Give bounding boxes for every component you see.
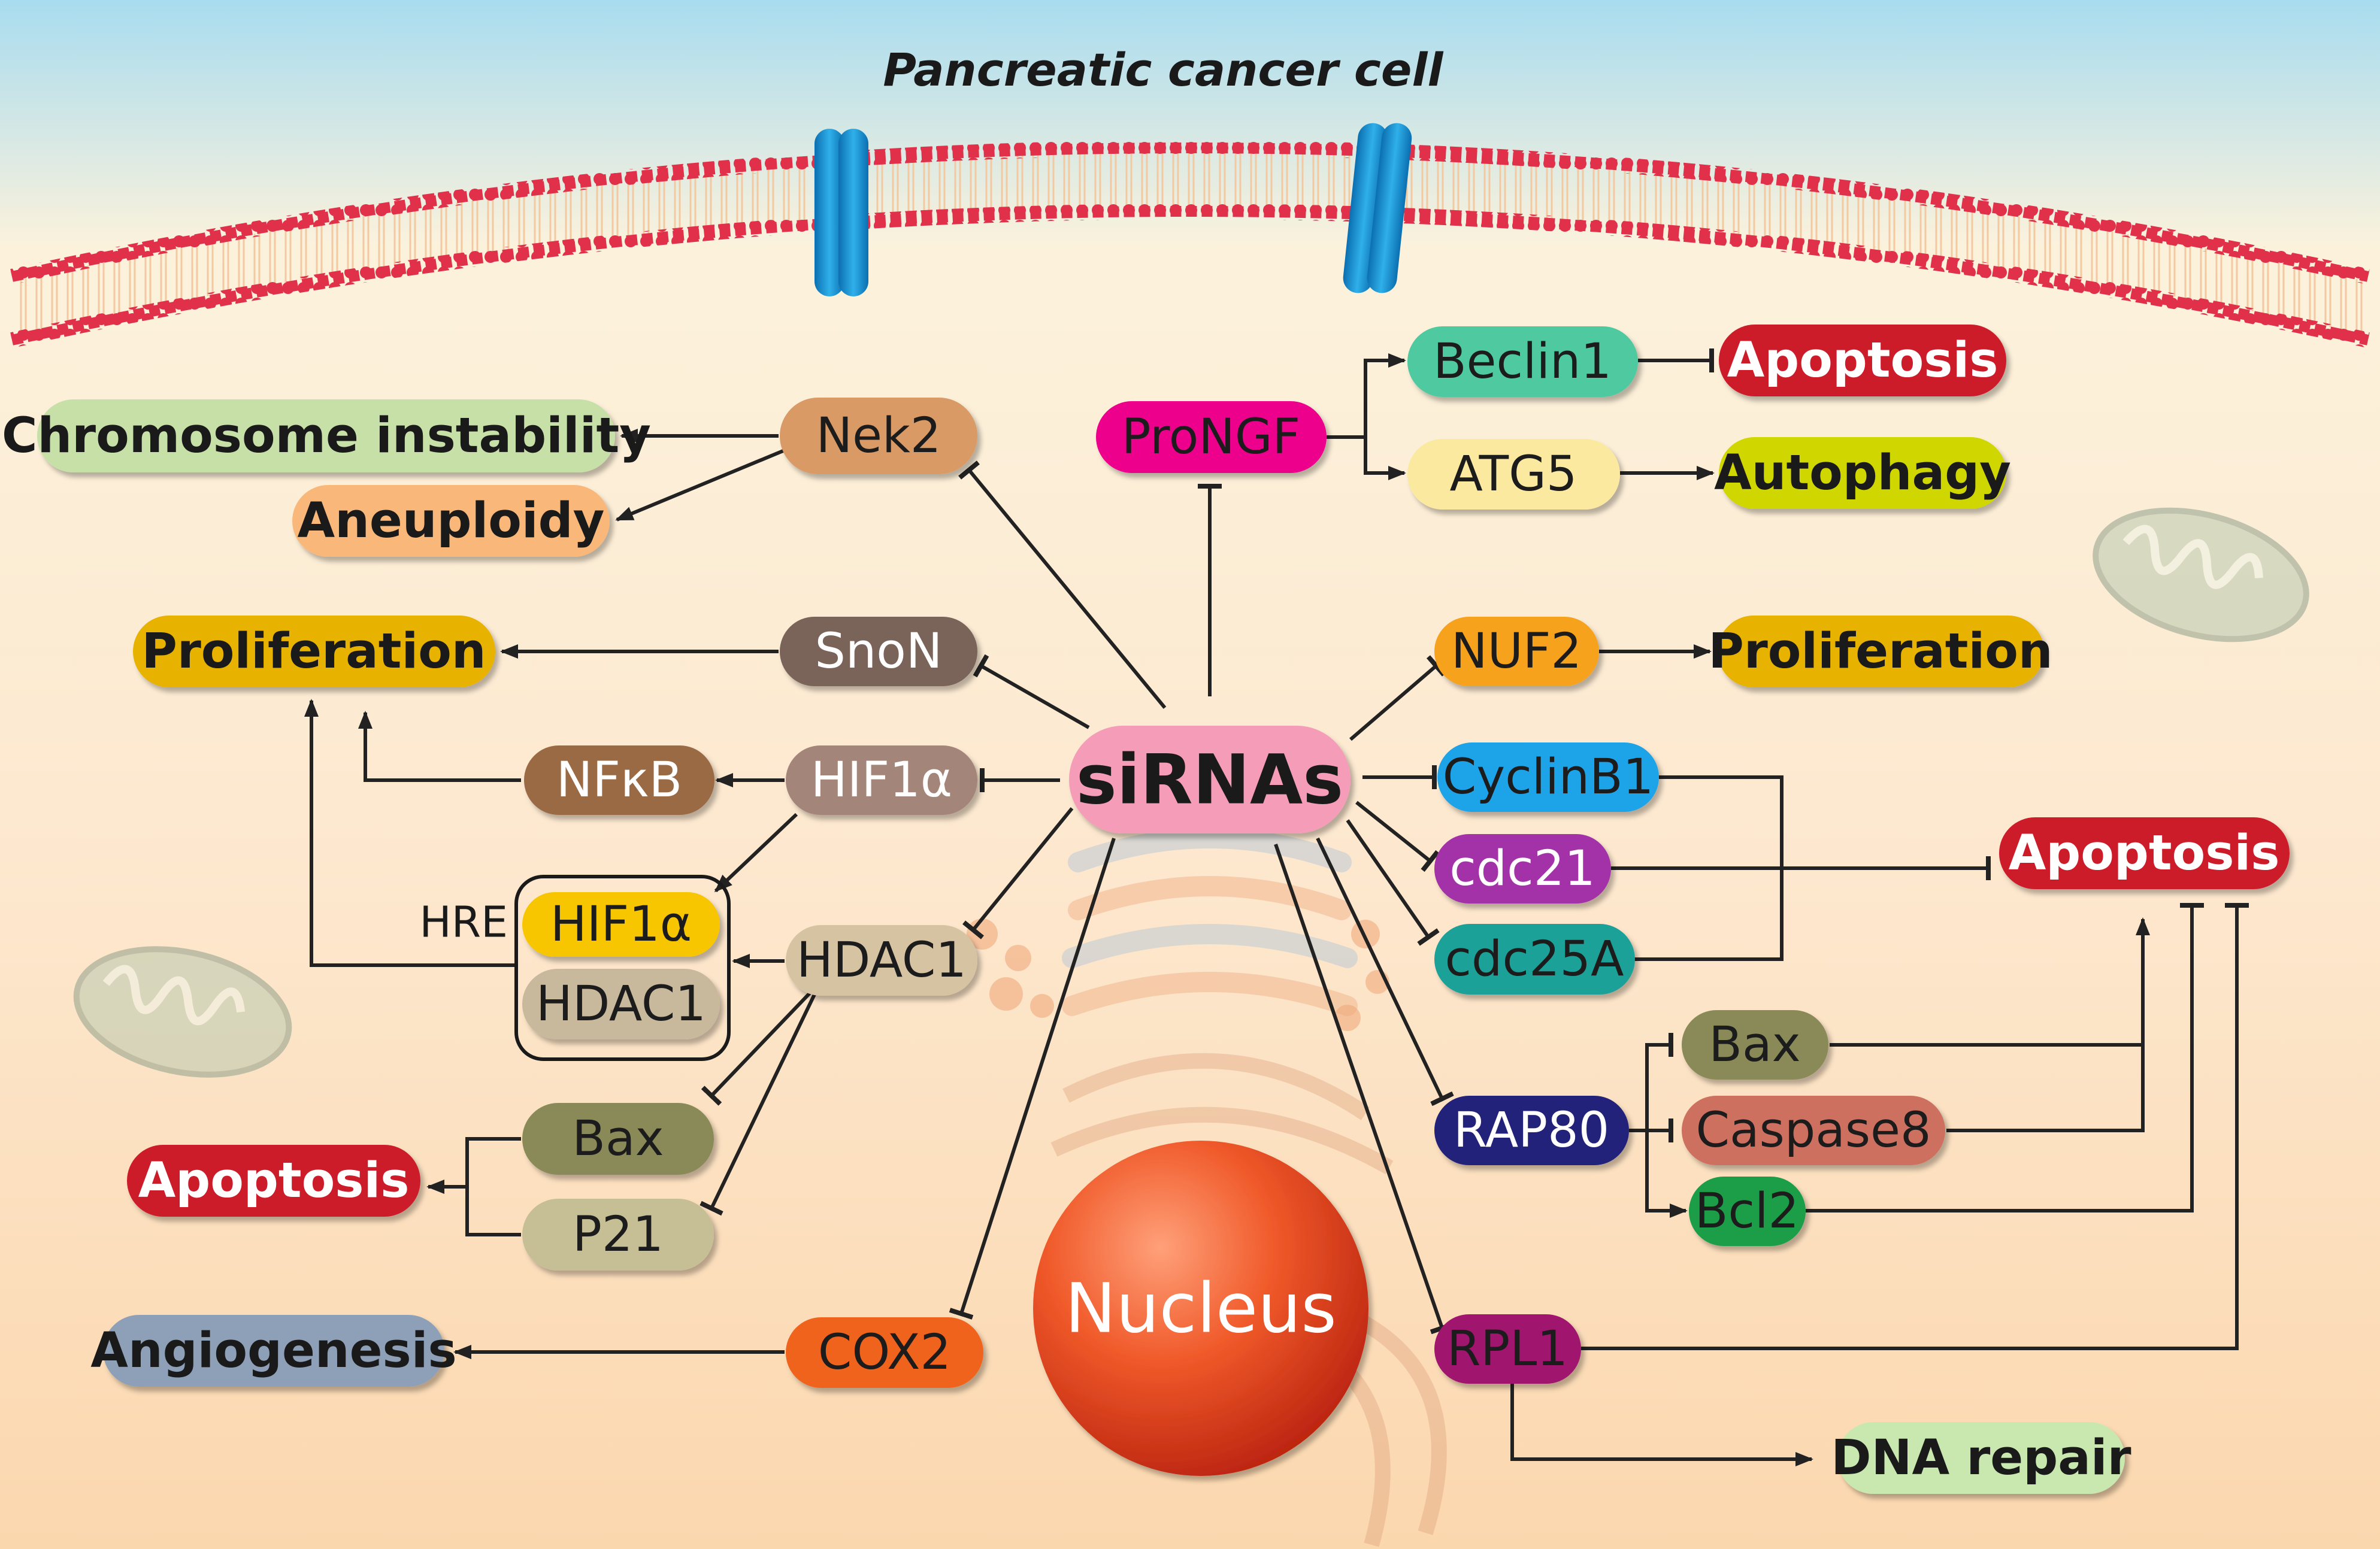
nuf2-label: NUF2 [1451, 623, 1582, 680]
cdc21-node [1434, 834, 1611, 904]
beclin1-label: Beclin1 [1433, 334, 1612, 390]
golgi-apparatus [1062, 828, 1358, 1016]
bax-left-label: Bax [572, 1111, 664, 1167]
proliferation-left-label: Proliferation [141, 623, 486, 680]
rap80-label: RAP80 [1454, 1102, 1609, 1159]
sirnas-label: siRNAs [1076, 740, 1343, 820]
cyclinb1-label: CyclinB1 [1443, 749, 1654, 805]
hre-hif1a-node [522, 892, 720, 957]
autophagy-label: Autophagy [1714, 445, 2011, 501]
rpl1-label: RPL1 [1447, 1321, 1568, 1377]
proliferation-right-node [1718, 616, 2044, 687]
nucleus [1033, 1141, 1368, 1476]
beclin1-node [1407, 326, 1638, 397]
hre-label: HRE [419, 898, 508, 947]
snon-node [780, 617, 977, 686]
cdc21-label: cdc21 [1449, 841, 1595, 897]
angiogenesis-node [103, 1315, 444, 1387]
bax-right-label: Bax [1709, 1017, 1800, 1073]
mitochondrion-right [2093, 507, 2309, 642]
diagram-title: Pancreatic cancer cell [883, 43, 1443, 96]
nfkb-node [524, 745, 714, 815]
cdc25a-node [1434, 924, 1635, 995]
outcomes [37, 325, 2290, 1494]
cox2-label: COX2 [818, 1324, 951, 1381]
aneuploidy-label: Aneuploidy [298, 493, 605, 549]
hre-hdac1-node [522, 969, 720, 1039]
rap80-node [1434, 1096, 1629, 1165]
caspase8-node [1682, 1096, 1945, 1165]
hif1a-node [786, 745, 977, 815]
sirnas-hub [1069, 726, 1351, 833]
nuf2-node [1434, 617, 1599, 686]
membrane-channel-left [814, 129, 868, 296]
caspase8-label: Caspase8 [1695, 1102, 1931, 1159]
dna-repair-label: DNA repair [1831, 1430, 2131, 1486]
bcl2-label: Bcl2 [1695, 1183, 1799, 1239]
atg5-node [1407, 439, 1620, 510]
cox2-node [786, 1317, 983, 1388]
apoptosis-left-node [127, 1145, 420, 1217]
cell-membrane [10, 140, 2370, 348]
nfkb-label: NFκB [556, 752, 683, 808]
dna-repair-node [1837, 1422, 2125, 1494]
hdac1-node [786, 925, 977, 996]
bax-left-node [522, 1103, 714, 1175]
apoptosis-right-node [1999, 817, 2290, 889]
aneuploidy-node [292, 485, 610, 557]
mitochondrion-left [73, 946, 292, 1078]
hre-hif1a-label: HIF1α [550, 896, 692, 953]
hdac1-label: HDAC1 [797, 932, 967, 989]
apoptosis-top-node [1719, 325, 2006, 396]
autophagy-node [1719, 437, 2006, 509]
chromosome-instability-label: Chromosome instability [2, 408, 651, 464]
targets [522, 326, 1945, 1388]
hre-complex-box [514, 875, 731, 1061]
rpl1-node [1434, 1314, 1581, 1384]
membrane-channel-right [1343, 123, 1412, 293]
apoptosis-right-label: Apoptosis [2009, 825, 2280, 881]
snon-label: SnoN [815, 623, 943, 680]
prongf-label: ProNGF [1122, 409, 1300, 465]
apoptosis-top-label: Apoptosis [1727, 332, 1999, 389]
hif1a-label: HIF1α [811, 752, 952, 808]
prongf-node [1096, 401, 1327, 473]
proliferation-right-label: Proliferation [1708, 623, 2052, 680]
atg5-label: ATG5 [1450, 446, 1577, 502]
hre-hdac1-label: HDAC1 [536, 976, 706, 1032]
proliferation-left-node [133, 616, 495, 687]
pathway-edges [304, 348, 2249, 1466]
nek2-label: Nek2 [816, 408, 941, 464]
bcl2-node [1689, 1177, 1806, 1246]
nucleus-label: Nucleus [1065, 1269, 1337, 1348]
p21-node [522, 1199, 714, 1271]
cdc25a-label: cdc25A [1445, 931, 1624, 987]
angiogenesis-label: Angiogenesis [90, 1323, 456, 1379]
cyclinb1-node [1437, 742, 1659, 812]
bax-right-node [1682, 1010, 1828, 1080]
nek2-node [780, 398, 977, 474]
apoptosis-left-label: Apoptosis [138, 1153, 410, 1209]
chromosome-instability-node [37, 399, 615, 472]
p21-label: P21 [573, 1207, 664, 1263]
